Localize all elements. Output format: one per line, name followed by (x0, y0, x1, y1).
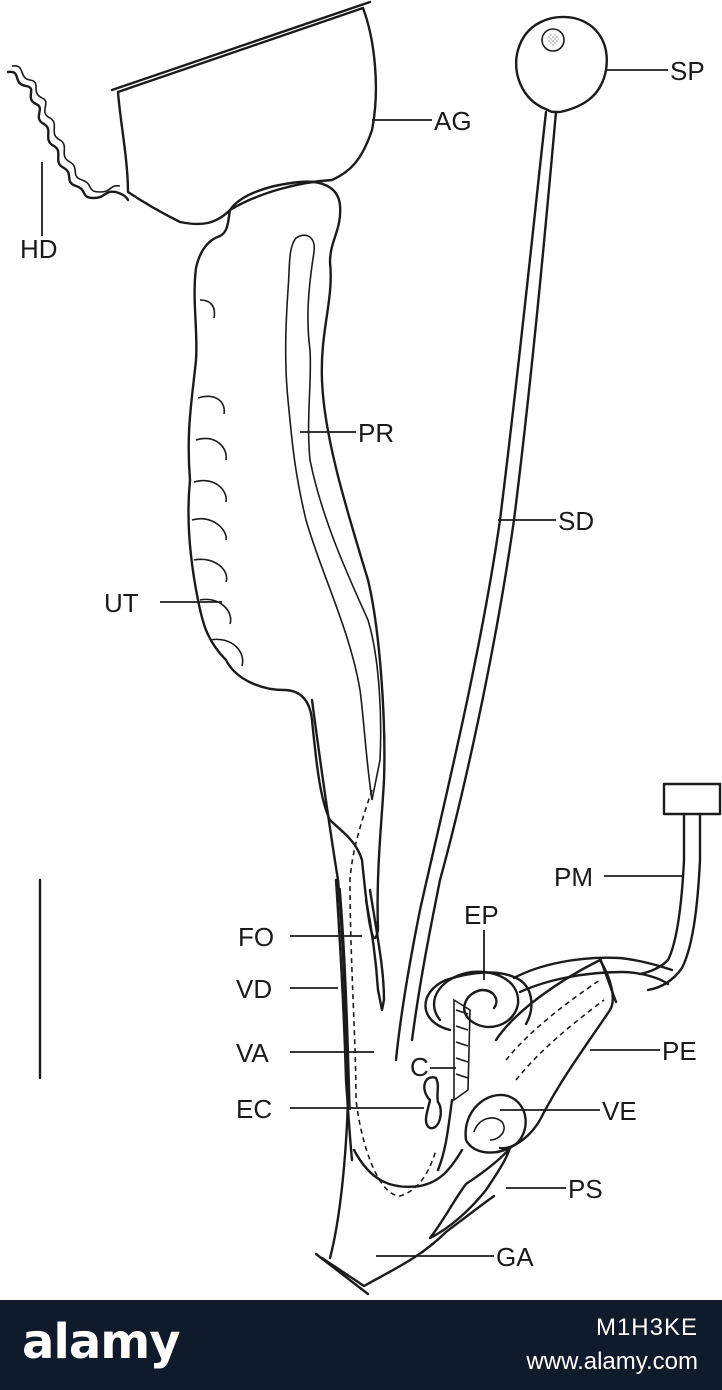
leader-lines (41, 69, 682, 1257)
anatomy-diagram: HD AG SP PR SD UT PM EP FO VD VA C PE EC… (6, 0, 722, 1296)
label-pr: PR (358, 418, 394, 448)
label-ep: EP (464, 900, 499, 930)
label-vd: VD (236, 974, 272, 1004)
spermathecal-duct-shape (394, 110, 548, 1062)
label-ga: GA (496, 1242, 534, 1272)
retractor-muscle-shape (638, 782, 722, 992)
epiphallic-caecum-shape (423, 1076, 442, 1130)
spermatheca-shape (514, 15, 608, 114)
hermaphroditic-duct-shape (6, 70, 130, 202)
label-pm: PM (554, 862, 593, 892)
image-id: M1H3KE (595, 1314, 698, 1341)
label-ag: AG (434, 106, 472, 136)
genital-atrium-shape (320, 1194, 496, 1288)
label-fo: FO (238, 922, 274, 952)
epiphallus-coil-shape (424, 956, 674, 1032)
label-sd: SD (558, 506, 594, 536)
alamy-logo[interactable]: alamy (22, 1314, 181, 1370)
label-ec: EC (236, 1094, 272, 1124)
label-ut: UT (104, 588, 139, 618)
label-c: C (410, 1052, 429, 1082)
label-sp: SP (670, 56, 705, 86)
flagellum-column-shape (453, 998, 471, 1102)
diagram-canvas: HD AG SP PR SD UT PM EP FO VD VA C PE EC… (6, 0, 722, 1296)
label-ps: PS (568, 1174, 603, 1204)
penis-shape (494, 956, 618, 1150)
label-ve: VE (602, 1096, 637, 1126)
label-hd: HD (20, 234, 58, 264)
uterus-shape (187, 180, 386, 940)
albumen-gland-shape (110, 0, 378, 226)
verge-shape (464, 1093, 527, 1154)
prostate-band-shape (284, 234, 382, 801)
footer-url[interactable]: www.alamy.com (526, 1348, 698, 1375)
label-pe: PE (662, 1036, 697, 1066)
watermark-footer: alamy M1H3KE www.alamy.com (0, 1300, 722, 1390)
label-va: VA (236, 1038, 269, 1068)
